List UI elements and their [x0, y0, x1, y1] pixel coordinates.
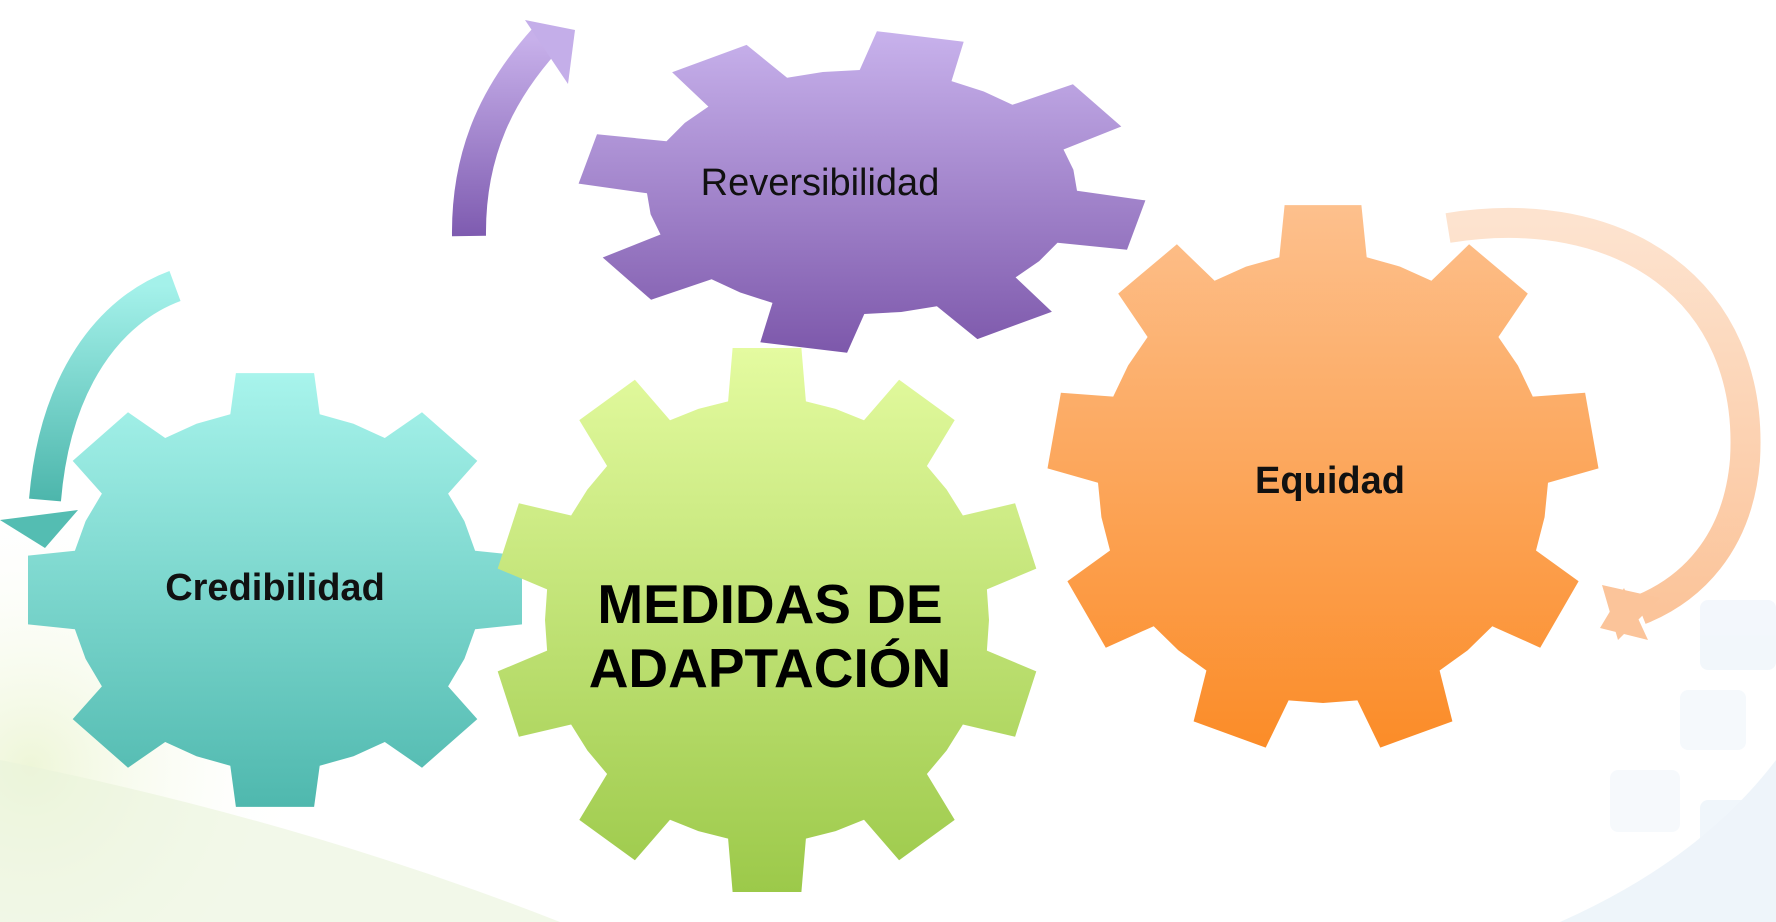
- background-swoosh-lower: [0, 760, 560, 922]
- teal-curved-arrow: [0, 270, 181, 548]
- center-gear: [497, 348, 1037, 892]
- orange-curved-arrow: [1445, 207, 1761, 640]
- center-label-line2: ADAPTACIÓN: [588, 637, 952, 699]
- credibilidad-label: Credibilidad: [165, 567, 385, 609]
- equidad-label: Equidad: [1255, 460, 1405, 502]
- center-label: MEDIDAS DE ADAPTACIÓN: [470, 572, 1070, 700]
- equidad-gear: [1047, 205, 1599, 748]
- reversibilidad-gear: [578, 31, 1146, 353]
- background-squares: [1560, 600, 1776, 922]
- reversibilidad-label: Reversibilidad: [700, 162, 940, 204]
- credibilidad-gear: [28, 373, 522, 807]
- center-label-line1: MEDIDAS DE: [597, 573, 943, 635]
- purple-curved-arrow: [451, 20, 575, 237]
